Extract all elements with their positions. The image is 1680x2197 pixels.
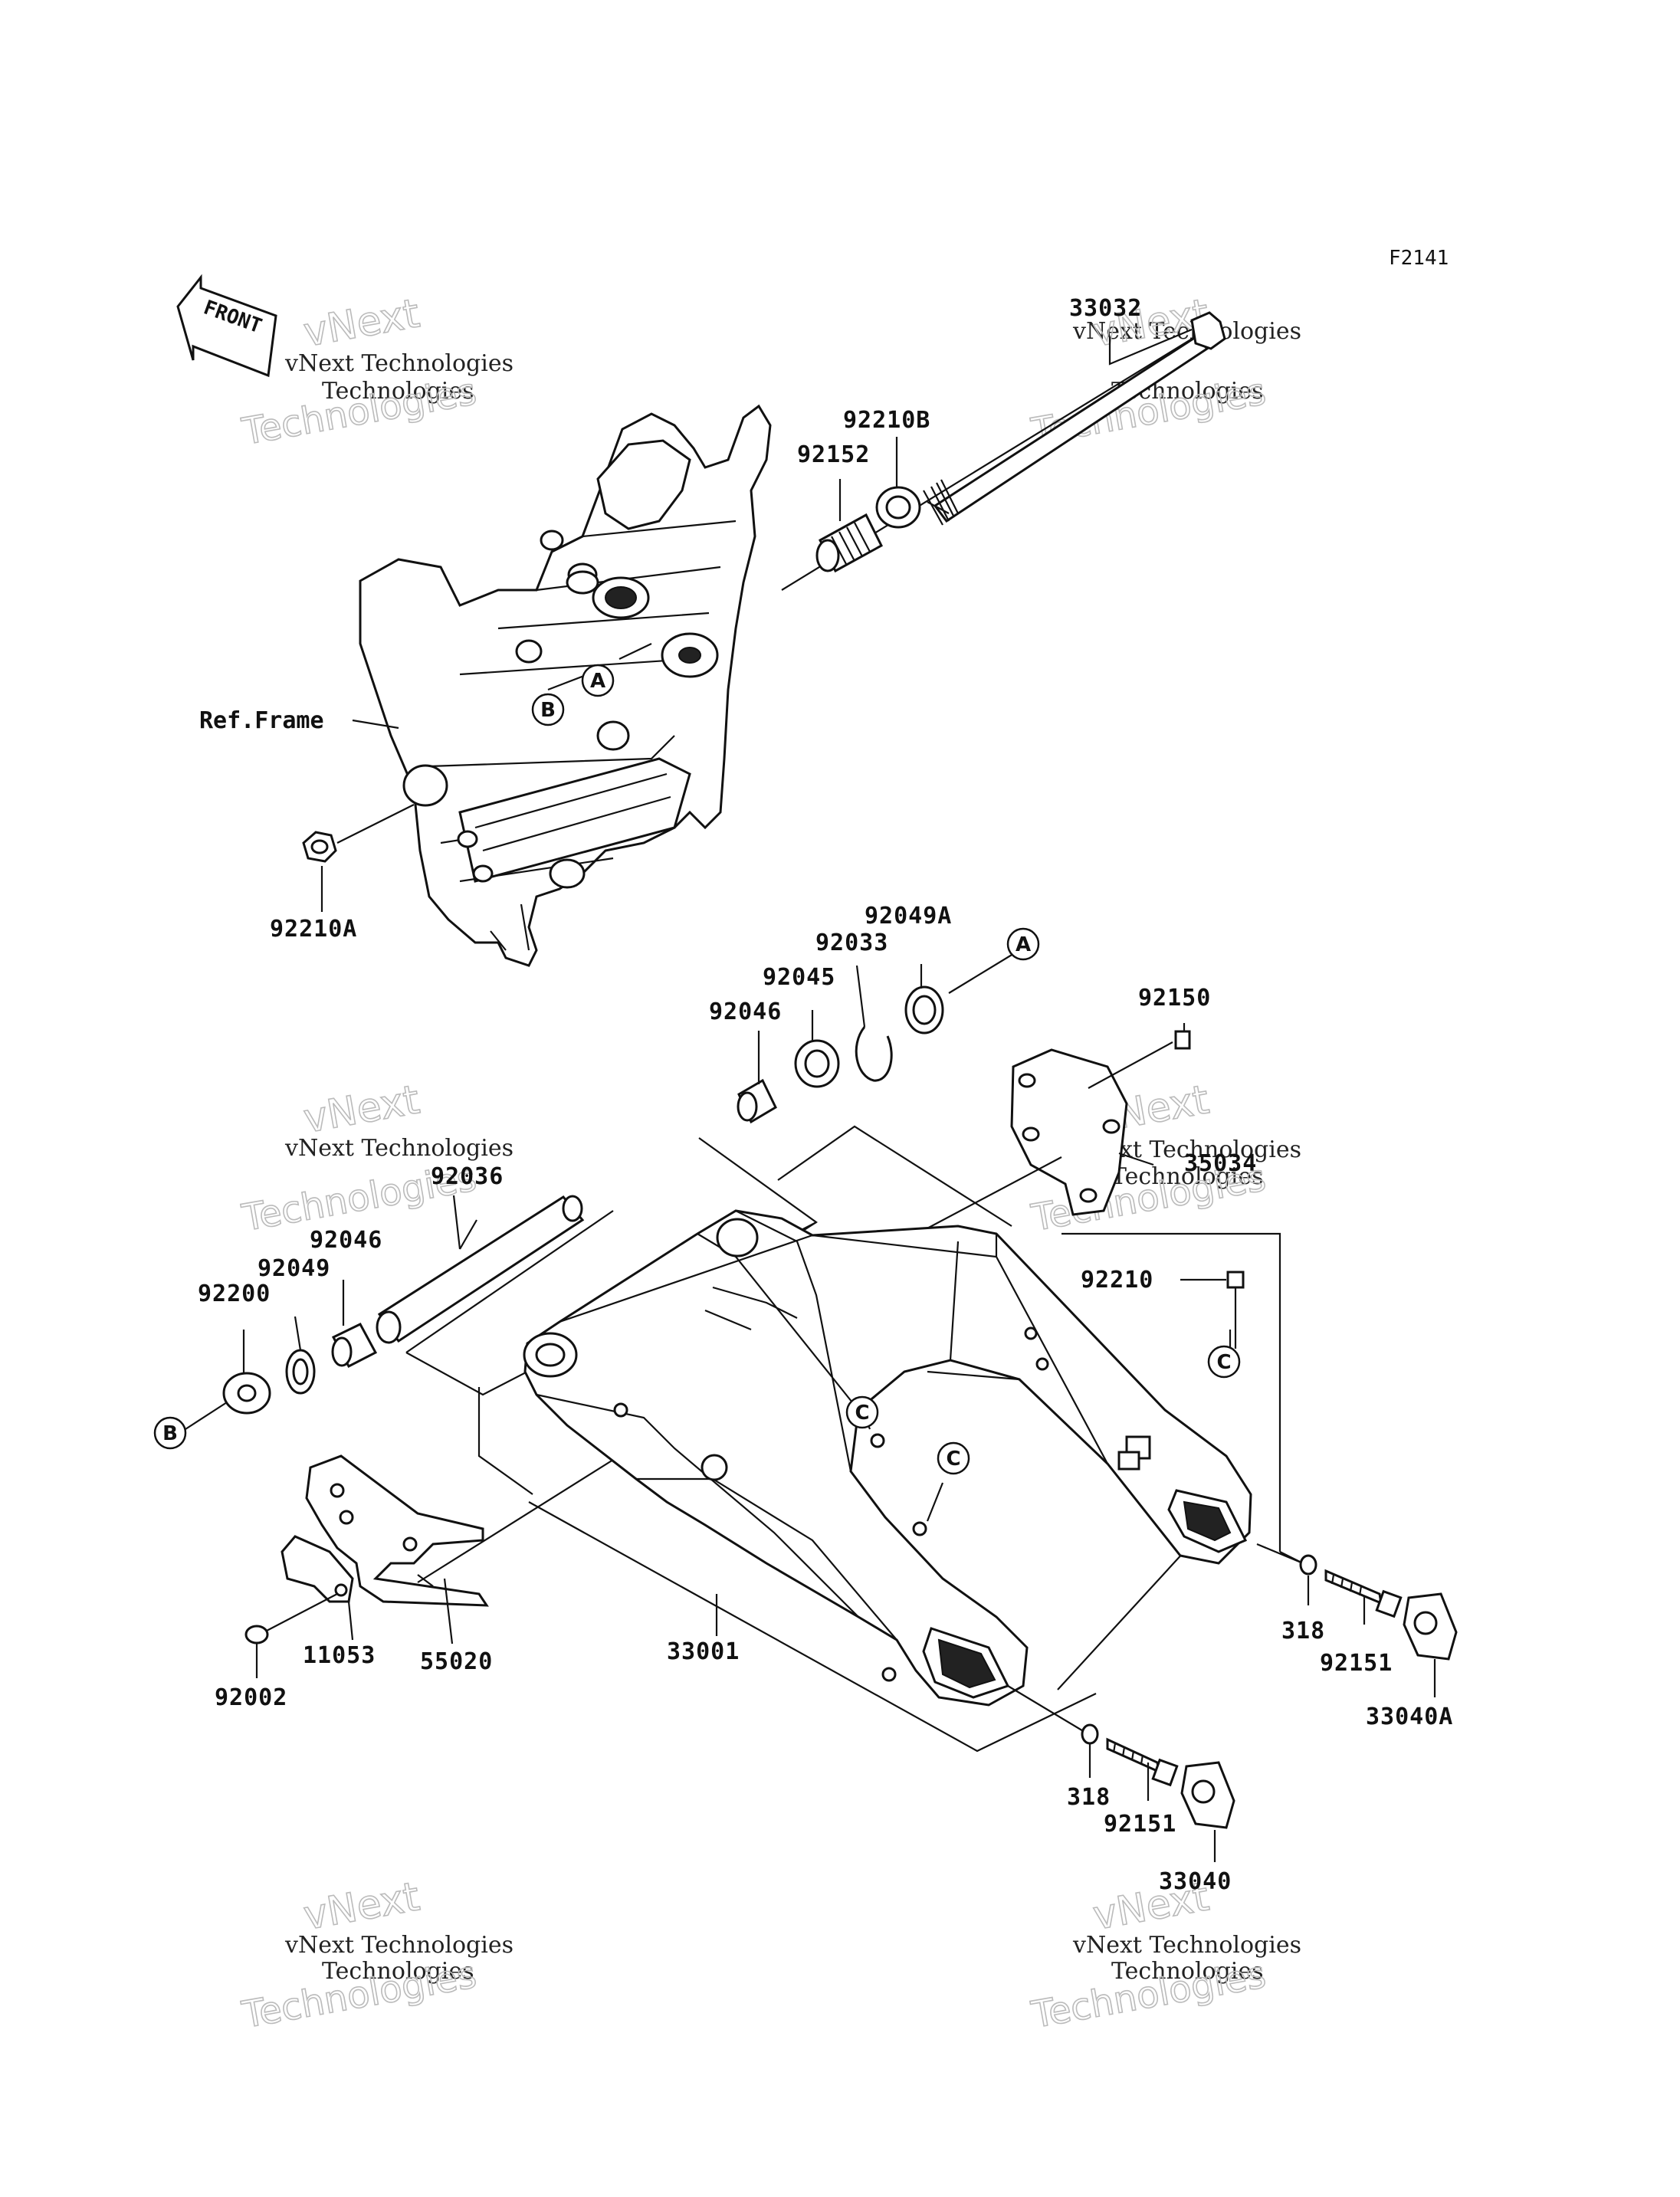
part-label-318-right: 318: [1281, 1618, 1325, 1644]
part-label-92036: 92036: [431, 1163, 504, 1190]
watermark-bottom-left: vNext Technologies Technologies vNext Te…: [238, 1874, 514, 2038]
collar-92152-drawing: [815, 513, 883, 573]
front-arrow-icon: FRONT: [176, 274, 277, 378]
watermark-text: Technologies: [1111, 1163, 1264, 1190]
watermark-mid-left: vNext Technologies vNext Technologies: [238, 1077, 514, 1241]
callout-c-lower: C: [937, 1441, 970, 1475]
part-label-92049: 92049: [258, 1255, 330, 1282]
callout-c-center: C: [845, 1395, 879, 1429]
callout-a-bearing: A: [1006, 927, 1040, 961]
part-label-92151-right: 92151: [1320, 1650, 1393, 1677]
part-label-92150: 92150: [1138, 985, 1211, 1012]
part-label-92045: 92045: [763, 964, 835, 991]
part-label-92152: 92152: [797, 441, 870, 468]
part-label-92033: 92033: [815, 930, 888, 956]
callout-letter: C: [855, 1402, 869, 1425]
part-label-92049a: 92049A: [865, 903, 952, 930]
watermark-text: Technologies: [322, 1958, 474, 1985]
part-label-33032: 33032: [1069, 295, 1142, 322]
callout-letter: C: [1216, 1351, 1231, 1374]
seal-92049a-drawing: [904, 985, 944, 1035]
part-label-55020: 55020: [420, 1648, 493, 1675]
adjuster-bottom-drawing: [1007, 1685, 1235, 1829]
watermark-text: vNext Technologies: [1072, 1932, 1301, 1959]
ref-frame-label: Ref.Frame: [199, 707, 324, 734]
chain-guard-55020-drawing: [305, 1454, 489, 1607]
bearing-92045-drawing: [794, 1039, 840, 1088]
needle-bearing-92046-drawing: [737, 1078, 777, 1124]
part-label-11053: 11053: [303, 1642, 376, 1669]
callout-b-frame: B: [531, 693, 565, 726]
callout-a-frame: A: [581, 664, 615, 697]
watermark-outline: vNext: [300, 1874, 423, 1939]
callout-letter: B: [162, 1422, 178, 1445]
watermark-text: Technologies: [322, 378, 474, 405]
part-label-92002: 92002: [215, 1684, 287, 1711]
callout-letter: A: [1016, 933, 1031, 956]
washer-92200-drawing: [222, 1372, 271, 1415]
watermark-text: Technologies: [1111, 1958, 1264, 1985]
adjuster-right-drawing: [1256, 1543, 1458, 1661]
part-label-35034: 35034: [1184, 1150, 1257, 1177]
watermark-text: vNext Technologies: [284, 350, 514, 377]
spacer-92036-drawing: [376, 1195, 585, 1344]
pivot-axle-drawing: [781, 311, 1226, 591]
swingarm-drawing: [523, 1209, 1252, 1707]
nut-92210b-drawing: [875, 486, 921, 529]
circlip-92033-drawing: [855, 1026, 893, 1082]
nut-92210-drawing: [1180, 1271, 1245, 1289]
callout-letter: A: [590, 670, 605, 693]
part-label-92046-left: 92046: [310, 1227, 382, 1254]
part-label-92046-top: 92046: [709, 998, 782, 1025]
part-label-33040: 33040: [1159, 1868, 1232, 1895]
callout-letter: C: [946, 1448, 960, 1471]
spring-threads: [930, 479, 959, 522]
bracket-35034-drawing: [1010, 1030, 1191, 1216]
watermark-bottom-right: vNext Technologies Technologies vNext Te…: [1028, 1874, 1301, 2038]
part-label-92210: 92210: [1081, 1267, 1153, 1294]
part-label-92151-bottom: 92151: [1104, 1811, 1176, 1838]
part-label-33001: 33001: [667, 1638, 740, 1665]
diagram-code: F2141: [1389, 247, 1449, 270]
watermark-outline: vNext: [300, 290, 423, 356]
callout-letter: B: [540, 699, 556, 722]
plate-11053-drawing: [281, 1535, 354, 1603]
frame-drawing: [359, 404, 772, 967]
guide-lines: [405, 1125, 1304, 1753]
watermark-text: vNext Technologies: [284, 1135, 514, 1162]
part-label-92210a: 92210A: [270, 916, 357, 943]
watermark-top-left: vNext Technologies Technologies vNext Te…: [238, 290, 514, 454]
part-labels: 33032 92210B 92152 Ref.Frame 92210A 9204…: [198, 295, 1453, 1895]
part-label-318-bottom: 318: [1067, 1784, 1111, 1811]
part-label-33040a: 33040A: [1366, 1703, 1453, 1730]
watermark-outline: vNext: [300, 1077, 423, 1142]
needle-bearing-92046-left-drawing: [331, 1323, 378, 1369]
callout-b-washer: B: [153, 1416, 187, 1450]
bolt-92002-drawing: [244, 1593, 338, 1644]
part-label-92200: 92200: [198, 1280, 271, 1307]
nut-92210a-drawing: [302, 804, 415, 863]
callout-c-right: C: [1207, 1345, 1241, 1379]
watermark-text: vNext Technologies: [284, 1932, 514, 1959]
part-label-92210b: 92210B: [843, 407, 930, 434]
seal-92049-drawing: [285, 1349, 316, 1395]
